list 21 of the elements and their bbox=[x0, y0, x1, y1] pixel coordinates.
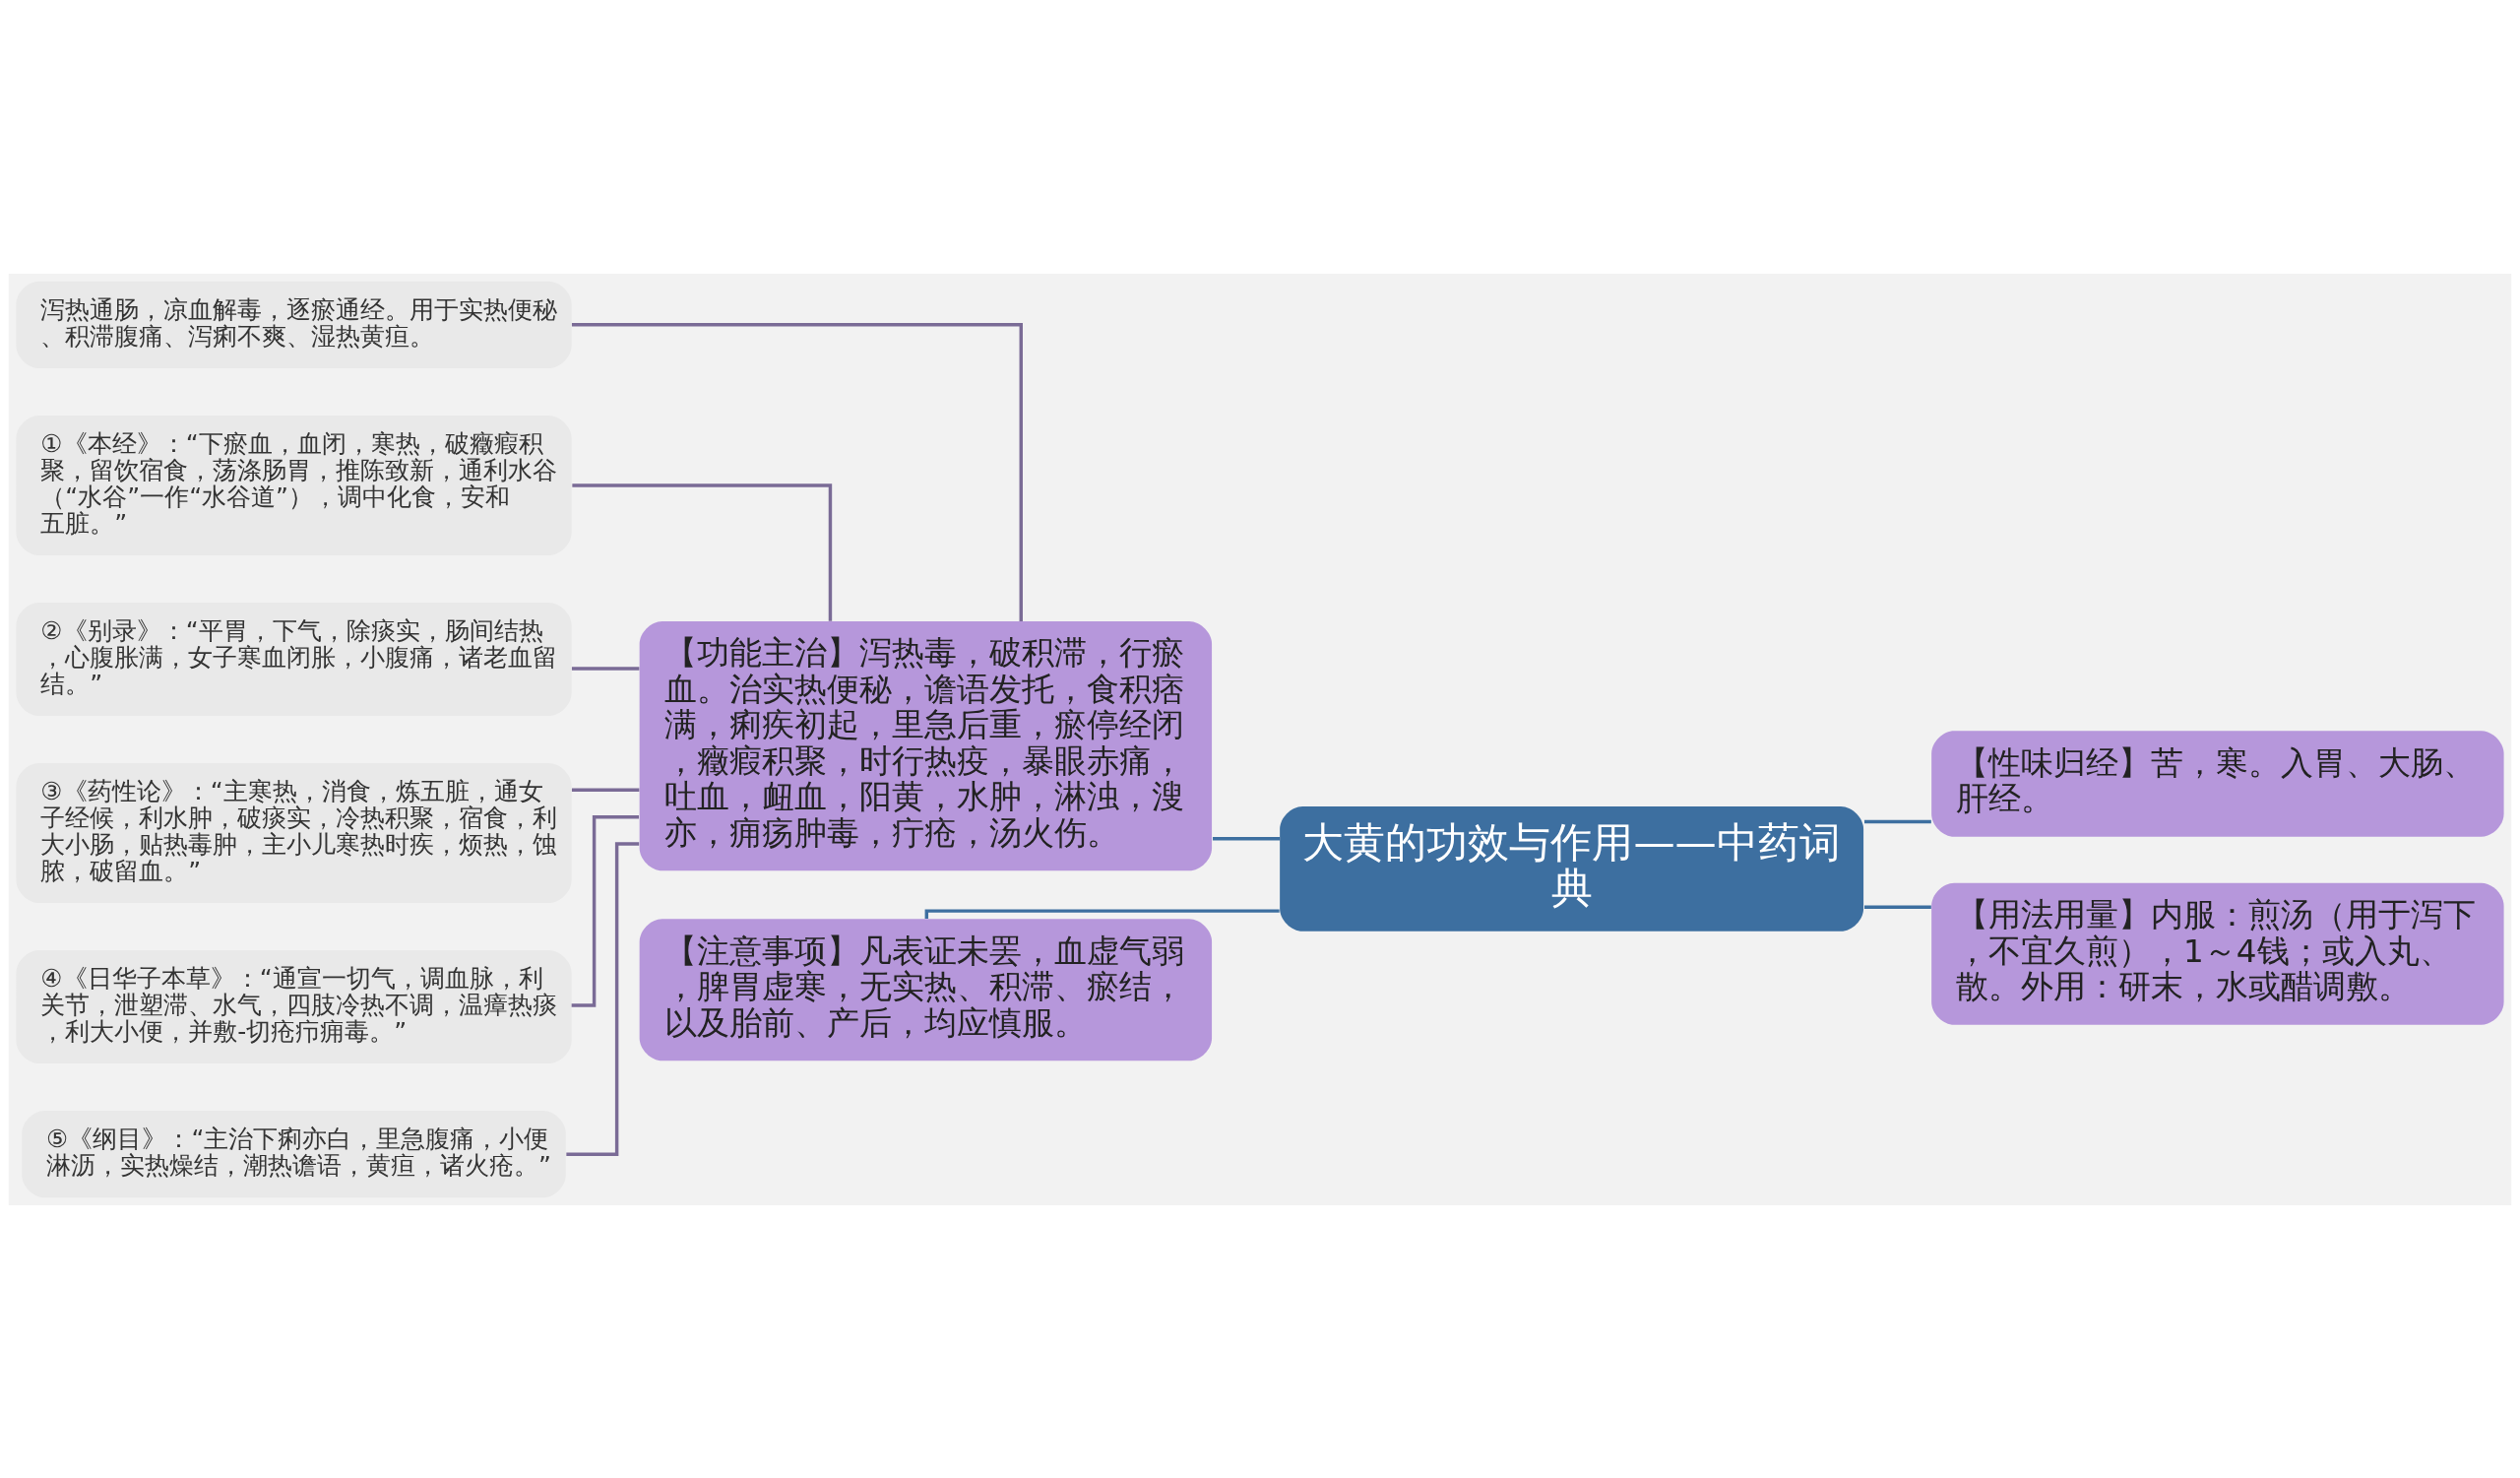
connector bbox=[566, 841, 640, 1156]
connector bbox=[571, 322, 1023, 621]
node-box: 泻热通肠，凉血解毒，逐瘀通经。用于实热便秘、积滞腹痛、泻痢不爽、湿热黄疸。 bbox=[16, 281, 572, 368]
node-box: 大黄的功效与作用——中药词典 bbox=[1280, 805, 1864, 932]
connector bbox=[571, 666, 640, 671]
connector bbox=[1864, 905, 1931, 909]
node-box: 【性味归经】苦，寒。入胃、大肠、肝经。 bbox=[1931, 730, 2504, 837]
node-box: ⑤《纲目》：“主治下痢亦白，里急腹痛，小便淋沥，实热燥结，潮热谵语，黄疸，诸火疮。” bbox=[22, 1110, 566, 1197]
connector bbox=[571, 814, 639, 1007]
connector bbox=[924, 908, 1280, 919]
node-box: ②《别录》：“平胃，下气，除痰实，肠间结热，心腹胀满，女子寒血闭胀，小腹痛，诸老血留结。” bbox=[16, 602, 572, 716]
node-box: ③《药性论》：“主寒热，消食，炼五脏，通女子经候，利水肿，破痰实，冷热积聚，宿食，利大小肠，贴热毒肿，主小儿寒热时疾，烦热，蚀脓，破留血。” bbox=[16, 762, 572, 903]
node-box: 【用法用量】内服：煎汤（用于泻下，不宜久煎），1～4钱；或入丸、散。外用：研末，水或醋调敷。 bbox=[1931, 882, 2504, 1025]
node-box: ①《本经》：“下瘀血，血闭，寒热，破癥瘕积聚，留饮宿食，荡涤肠胃，推陈致新，通利水谷（“水谷”一作“水谷道”），调中化食，安和五脏。” bbox=[16, 415, 572, 555]
connector bbox=[572, 482, 833, 621]
node-box: 【功能主治】泻热毒，破积滞，行瘀血。治实热便秘，谵语发托，食积痞满，痢疾初起，里急后重，瘀停经闭，癥瘕积聚，时行热疫，暴眼赤痛，吐血，衄血，阳黄，水肿，淋浊，溲亦，痈疡肿毒，疔疮，汤火伤。 bbox=[639, 620, 1213, 870]
connector bbox=[1213, 836, 1281, 840]
node-box: ④《日华子本草》：“通宣一切气，调血脉，利关节，泄塑滞、水气，四肢冷热不调，温瘴热痰，利大小便，并敷-切疮疖痈毒。” bbox=[16, 949, 572, 1063]
connector bbox=[1864, 819, 1931, 823]
node-box: 【注意事项】凡表证未罢，血虚气弱，脾胃虚寒，无实热、积滞、瘀结，以及胎前、产后，均应慎服。 bbox=[639, 918, 1213, 1060]
connector bbox=[571, 788, 640, 792]
